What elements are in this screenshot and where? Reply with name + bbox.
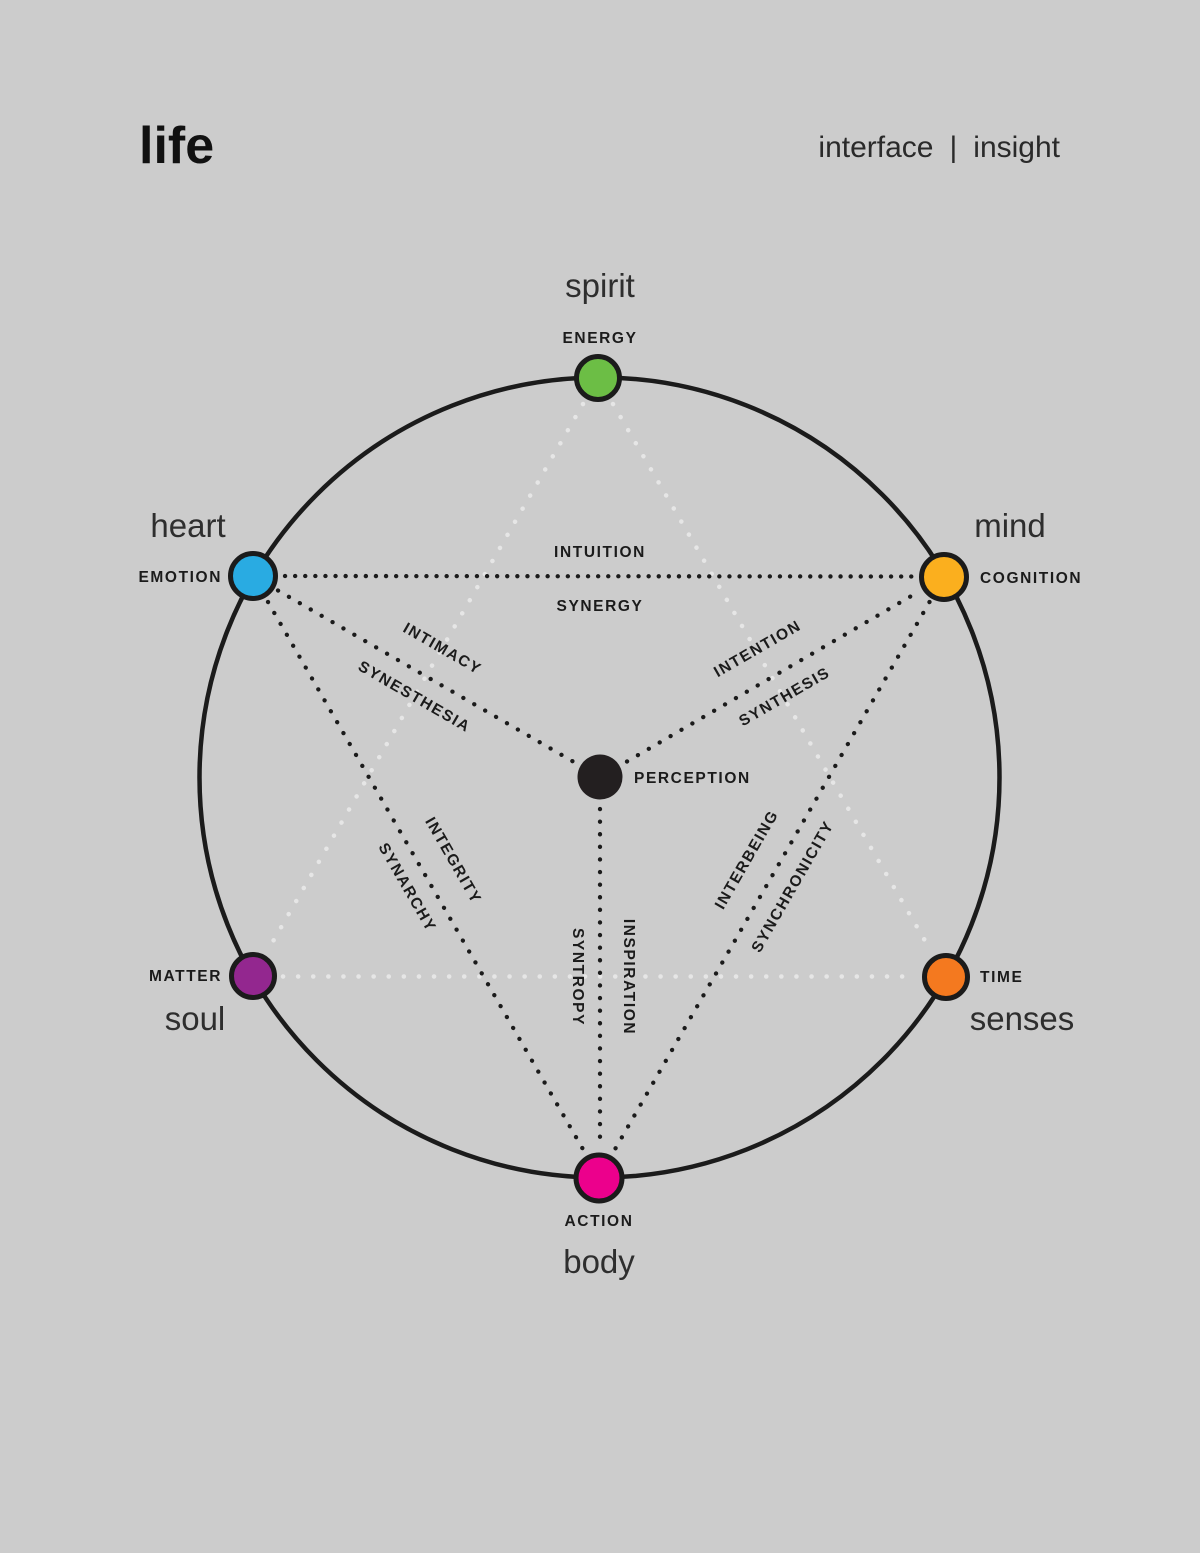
senses-attribute-label: TIME (980, 969, 1023, 986)
soul-attribute-label: MATTER (149, 968, 222, 985)
edge-mind-body-dotted-line (611, 599, 932, 1154)
edge-label-intuition: INTUITION (554, 544, 646, 561)
edge-label-intimacy: INTIMACY (400, 620, 484, 679)
brand-right: insight (973, 131, 1060, 164)
edge-spirit-senses-dotted-line (610, 401, 934, 954)
soul-word: soul (165, 1000, 226, 1037)
edge-label-integrity: INTEGRITY (421, 814, 484, 907)
edge-heart-perception-dotted-line (275, 588, 576, 764)
perception-node (577, 754, 623, 800)
edge-label-intention: INTENTION (711, 617, 804, 681)
spirit-node (574, 354, 622, 402)
edge-label-syntropy: SYNTROPY (569, 928, 586, 1026)
brand-left: interface (818, 131, 934, 164)
brand: interface | insight (818, 131, 1060, 165)
brand-separator: | (949, 131, 958, 164)
edge-label-inspiration: INSPIRATION (620, 919, 637, 1035)
body-attribute-label: ACTION (564, 1213, 633, 1230)
body-word: body (563, 1243, 635, 1280)
heart-word: heart (150, 507, 225, 544)
edge-label-synthesis: SYNTHESIS (736, 664, 833, 730)
mind-node (919, 552, 969, 602)
edge-heart-body-dotted-line (265, 599, 587, 1154)
spirit-word: spirit (565, 267, 635, 304)
senses-word: senses (970, 1000, 1075, 1037)
mind-word: mind (974, 507, 1046, 544)
edge-label-synarchy: SYNARCHY (375, 840, 440, 935)
perception-attribute-label: PERCEPTION (634, 770, 751, 787)
page-title: life (139, 117, 215, 175)
edge-label-interbeing: INTERBEING (712, 807, 783, 912)
body-node (573, 1152, 625, 1204)
edge-heart-mind-dotted-line (282, 573, 915, 579)
edge-label-synergy: SYNERGY (557, 598, 644, 615)
soul-node (229, 952, 277, 1000)
senses-node (922, 953, 970, 1001)
mind-attribute-label: COGNITION (980, 570, 1082, 587)
edge-label-synesthesia: SYNESTHESIA (355, 658, 473, 736)
heart-attribute-label: EMOTION (138, 569, 222, 586)
spirit-attribute-label: ENERGY (562, 330, 637, 347)
edge-spirit-soul-dotted-line (265, 401, 586, 953)
heart-node (228, 551, 278, 601)
